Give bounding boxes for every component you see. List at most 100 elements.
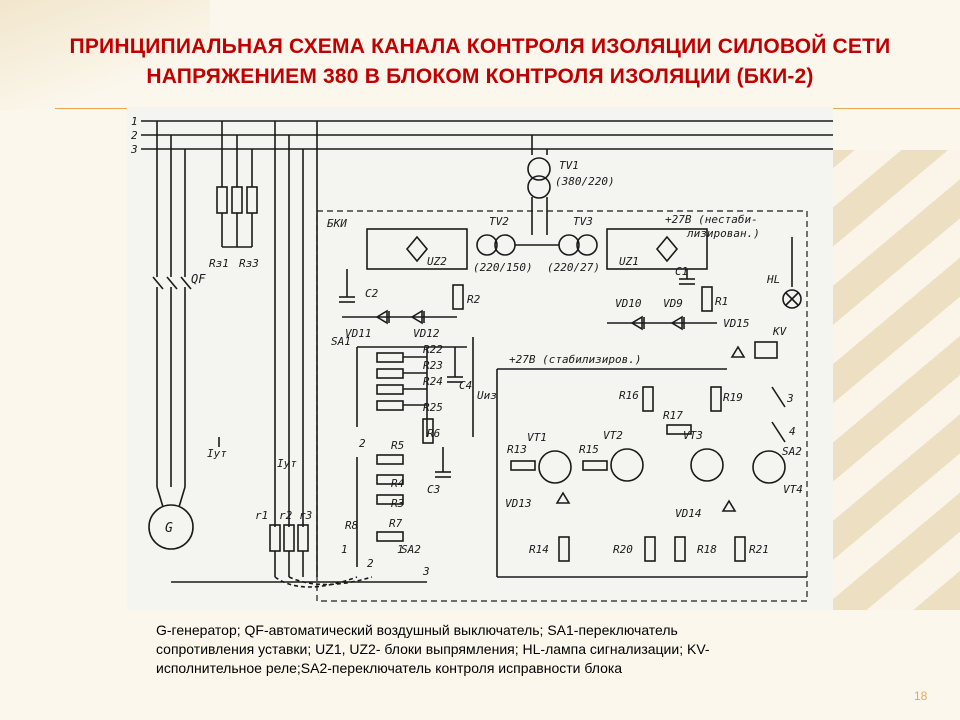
vt4-transistor xyxy=(752,450,786,484)
tv1-ratio: (380/220) xyxy=(555,175,615,188)
node-2b-label: 2 xyxy=(367,557,374,570)
r20-label: R20 xyxy=(613,543,633,556)
vd9-label: VD9 xyxy=(663,297,683,310)
sa2-right-label: SA2 xyxy=(782,445,802,458)
vt2-transistor xyxy=(610,448,644,482)
vd14-label: VD14 xyxy=(675,507,702,520)
c4-label: C4 xyxy=(459,379,472,392)
bus-label-1: 1 xyxy=(131,115,138,128)
r7-label: R7 xyxy=(389,517,403,530)
insulation-resistances: r1 r2 r3 Iут xyxy=(171,121,427,588)
stripe-decoration xyxy=(820,150,960,610)
r16-label: R16 xyxy=(619,389,639,402)
iut-label-1: Iут xyxy=(207,447,227,460)
tv2-tv3-transformers: TV2 TV3 (220/150) (220/27) xyxy=(473,215,600,274)
tv2-label: TV2 xyxy=(489,215,509,228)
circuit-diagram: 1 2 3 QF G Iут Rз1 Rз3 xyxy=(130,115,833,602)
r24-label: R24 xyxy=(423,375,443,388)
r3-label: R3 xyxy=(391,497,404,510)
vd10-label: VD10 xyxy=(615,297,642,310)
amplifier-section: +27В (стабилизиров.) R16 R17 R19 VT1 VT2… xyxy=(496,353,807,578)
three-phase-bus: 1 2 3 xyxy=(130,115,833,156)
r6-label: R6 xyxy=(427,427,441,440)
r21-label: R21 xyxy=(749,543,769,556)
vt3-label: VT3 xyxy=(683,429,703,442)
caption-line-3: исполнительное реле;SA2-переключатель ко… xyxy=(156,660,623,676)
vd13-label: VD13 xyxy=(505,497,532,510)
vt2-label: VT2 xyxy=(603,429,623,442)
r19-label: R19 xyxy=(723,391,743,404)
kv-label: KV xyxy=(772,325,788,338)
r22-label: R22 xyxy=(423,343,443,356)
uiz-label: Uиз xyxy=(477,389,497,402)
r25-label: R25 xyxy=(423,401,443,414)
tv3-label: TV3 xyxy=(573,215,593,228)
n4-label: 4 xyxy=(789,425,796,438)
bki-label: БКИ xyxy=(327,217,347,230)
r13-label: R13 xyxy=(507,443,527,456)
c3-label: C3 xyxy=(427,483,440,496)
vt3-transistor xyxy=(690,448,724,482)
hl-kv-section: HL KV VD15 3 4 SA2 xyxy=(723,237,802,458)
supply-mid-label: +27В (стабилизиров.) xyxy=(509,353,641,366)
generator-feeders: QF G Iут xyxy=(148,121,227,550)
uz1-rectifier: UZ1 C1 VD10 VD9 R1 xyxy=(606,228,728,331)
sa1-ladder: SA1 R22 R23 R24 R25 R6 C4 Uиз xyxy=(331,335,497,444)
caption-line-1: G-генератор; QF-автоматический воздушный… xyxy=(156,622,678,638)
vd11-label: VD11 xyxy=(345,327,372,340)
diagram-caption: G-генератор; QF-автоматический воздушный… xyxy=(156,621,796,678)
r17-label: R17 xyxy=(663,409,683,422)
hl-label: HL xyxy=(766,273,780,286)
rz1-label: Rз1 xyxy=(209,257,229,270)
r15-label: R15 xyxy=(579,443,599,456)
r1-iso-label: r1 xyxy=(255,509,268,522)
uz1-label: UZ1 xyxy=(619,255,639,268)
uz2-label: UZ2 xyxy=(427,255,447,268)
sa1-label: SA1 xyxy=(331,335,351,348)
r3-iso-label: r3 xyxy=(299,509,312,522)
vt1-transistor xyxy=(538,450,572,484)
circuit-diagram-figure: 1 2 3 QF G Iут Rз1 Rз3 xyxy=(127,107,833,610)
slide-title: ПРИНЦИПИАЛЬНАЯ СХЕМА КАНАЛА КОНТРОЛЯ ИЗО… xyxy=(20,32,940,92)
node-2-label: 2 xyxy=(359,437,366,450)
tv1-label: TV1 xyxy=(559,159,579,172)
qf-label: QF xyxy=(191,272,206,286)
r4-label: R4 xyxy=(391,477,404,490)
caption-line-2: сопротивления уставки; UZ1, UZ2- блоки в… xyxy=(156,641,710,657)
vt1-label: VT1 xyxy=(527,431,547,444)
r18-label: R18 xyxy=(697,543,717,556)
r2-label: R2 xyxy=(467,293,481,306)
tv2-ratio: (220/150) xyxy=(473,261,533,274)
title-line-2: НАПРЯЖЕНИЕМ 380 В БЛОКОМ КОНТРОЛЯ ИЗОЛЯЦ… xyxy=(146,65,814,88)
r23-label: R23 xyxy=(423,359,443,372)
vt4-label: VT4 xyxy=(783,483,803,496)
rz-resistors: Rз1 Rз3 xyxy=(209,121,259,270)
tv1-transformer: TV1 (380/220) xyxy=(527,135,615,235)
supply-top-label: +27В (нестаби- xyxy=(665,213,758,226)
r8-label: R8 xyxy=(345,519,359,532)
bus-label-3: 3 xyxy=(130,143,138,156)
node-3-label: 3 xyxy=(422,565,430,578)
n3-label: 3 xyxy=(786,392,794,405)
r5-label: R5 xyxy=(391,439,404,452)
sa2-bottom-label: SA2 xyxy=(401,543,421,556)
node-1-label: 1 xyxy=(397,543,404,556)
page-number: 18 xyxy=(914,689,928,703)
vd15-label: VD15 xyxy=(723,317,750,330)
uz2-rectifier: UZ2 C2 VD11 VD12 R2 xyxy=(339,228,481,340)
r14-label: R14 xyxy=(529,543,549,556)
node-1b-label: 1 xyxy=(341,543,348,556)
supply-top-label-2: лизирован.) xyxy=(686,227,760,240)
lower-resistor-group: 2 R5 R4 R3 C3 R8 R7 SA2 1 3 2 1 xyxy=(341,437,451,578)
vd12-label: VD12 xyxy=(413,327,440,340)
iut-label-2: Iут xyxy=(277,457,297,470)
bus-label-2: 2 xyxy=(131,129,138,142)
generator-symbol xyxy=(148,504,194,550)
generator-label: G xyxy=(165,521,173,536)
title-line-1: ПРИНЦИПИАЛЬНАЯ СХЕМА КАНАЛА КОНТРОЛЯ ИЗО… xyxy=(69,35,891,58)
r2-iso-label: r2 xyxy=(279,509,293,522)
r1-label: R1 xyxy=(715,295,728,308)
tv3-ratio: (220/27) xyxy=(547,261,600,274)
bki-block-outline xyxy=(316,210,808,602)
c2-label: C2 xyxy=(365,287,379,300)
